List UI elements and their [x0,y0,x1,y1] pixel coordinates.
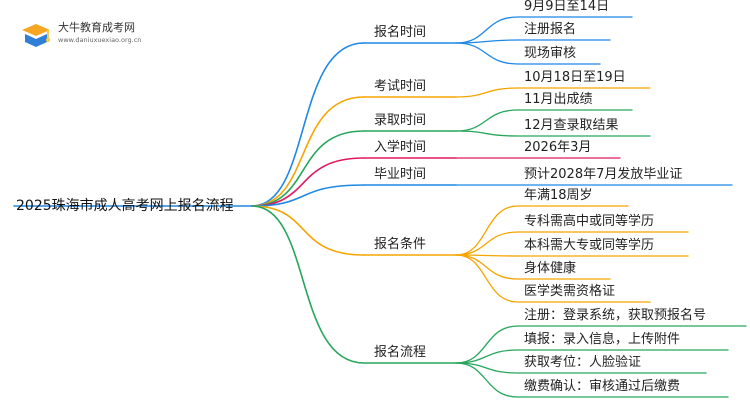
leaf-label: 预计2028年7月发放毕业证 [524,167,683,182]
mindmap-root: 2025珠海市成人高考网上报名流程 [16,198,234,214]
leaf-link [455,109,519,132]
leaf-label: 12月查录取结果 [524,118,619,133]
branch-label: 报名时间 [374,25,427,40]
branch-label: 报名条件 [374,237,427,252]
leaf-label: 2026年3月 [524,140,592,155]
branch-label: 报名流程 [374,345,427,360]
book-icon [18,20,54,50]
leaf-label: 注册报名 [524,22,577,37]
leaf-label: 10月18日至19日 [524,70,626,85]
branch-label: 毕业时间 [374,167,427,182]
leaf-label: 医学类需资格证 [524,284,616,299]
leaf-label: 获取考位：人脸验证 [524,355,642,370]
leaf-link [455,349,519,364]
brand-name: 大牛教育成考网 [58,21,135,34]
branch-link [251,205,365,256]
branch-link [251,205,365,364]
leaf-label: 填报：录入信息，上传附件 [524,332,681,347]
leaf-label: 9月9日至14日 [524,0,610,14]
leaf-link [455,16,519,44]
branch-link [251,96,365,207]
leaf-link [455,325,519,364]
brand-url: www.daniuxuexiao.org.cn [58,36,142,44]
branch-label: 入学时间 [374,140,427,155]
leaf-link [455,231,519,256]
leaf-label: 缴费确认：审核通过后缴费 [524,379,681,394]
leaf-label: 专科需高中或同等学历 [524,214,655,229]
leaf-label: 年满18周岁 [524,188,593,203]
leaf-label: 现场审核 [524,46,577,61]
leaf-link [455,42,519,65]
leaf-label: 11月出成绩 [524,92,593,107]
leaf-link [455,130,519,137]
branch-link [251,184,365,207]
leaf-link [455,87,519,98]
branch-label: 录取时间 [374,113,427,128]
leaf-link [455,362,519,398]
leaf-label: 本科需大专或同等学历 [524,238,655,253]
leaf-link [455,254,519,303]
branch-link [251,130,365,207]
leaf-label: 注册：登录系统，获取预报名号 [524,308,707,323]
branch-link [251,42,365,207]
leaf-link [455,254,519,280]
leaf-link [455,205,519,256]
leaf-label: 身体健康 [524,261,577,276]
branch-link [251,157,365,207]
branch-label: 考试时间 [374,79,427,94]
